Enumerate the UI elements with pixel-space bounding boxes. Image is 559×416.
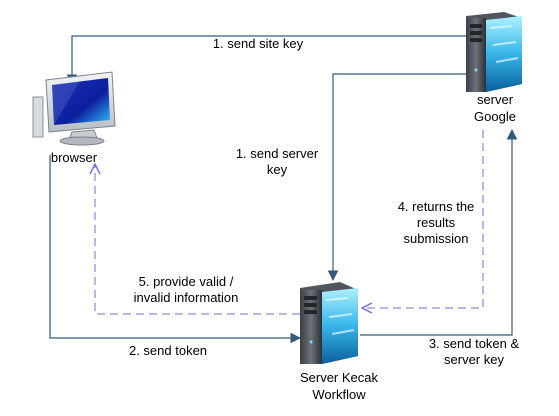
- google-server-label-line1: server: [477, 92, 514, 107]
- edge-label-returns-results-line1: 4. returns the: [398, 199, 475, 214]
- edge-send-site-key: [66, 35, 466, 86]
- edge-send-server-key: [327, 73, 466, 282]
- edge-returns-results: [362, 130, 484, 308]
- server-icon: [466, 12, 522, 92]
- edge-send-token: [49, 155, 302, 344]
- browser-label: browser: [51, 150, 98, 165]
- edge-label-send-token-server-key-line1: 3. send token &: [429, 336, 520, 351]
- server-icon: [300, 282, 358, 364]
- edge-label-send-token-server-key-line2: server key: [444, 352, 504, 367]
- edge-label-provide-info-line2: invalid information: [134, 290, 239, 305]
- edge-label-send-token: 2. send token: [129, 343, 207, 358]
- edge-label-returns-results-line3: submission: [403, 231, 468, 246]
- monitor-icon: [32, 71, 116, 146]
- edge-send-token-server-key: [360, 128, 518, 336]
- kecak-server-label-line1: Server Kecak: [300, 370, 379, 385]
- kecak-server-label-line2: Workflow: [312, 387, 366, 402]
- edge-label-provide-info-line1: 5. provide valid /: [139, 274, 234, 289]
- edge-label-send-server-key-line2: key: [267, 162, 288, 177]
- edge-label-send-server-key-line1: 1. send server: [236, 146, 319, 161]
- google-server-label-line2: Google: [474, 109, 516, 124]
- edge-label-send-site-key: 1. send site key: [213, 36, 304, 51]
- edge-provide-info: [95, 164, 300, 315]
- edge-label-returns-results-line2: results: [417, 215, 456, 230]
